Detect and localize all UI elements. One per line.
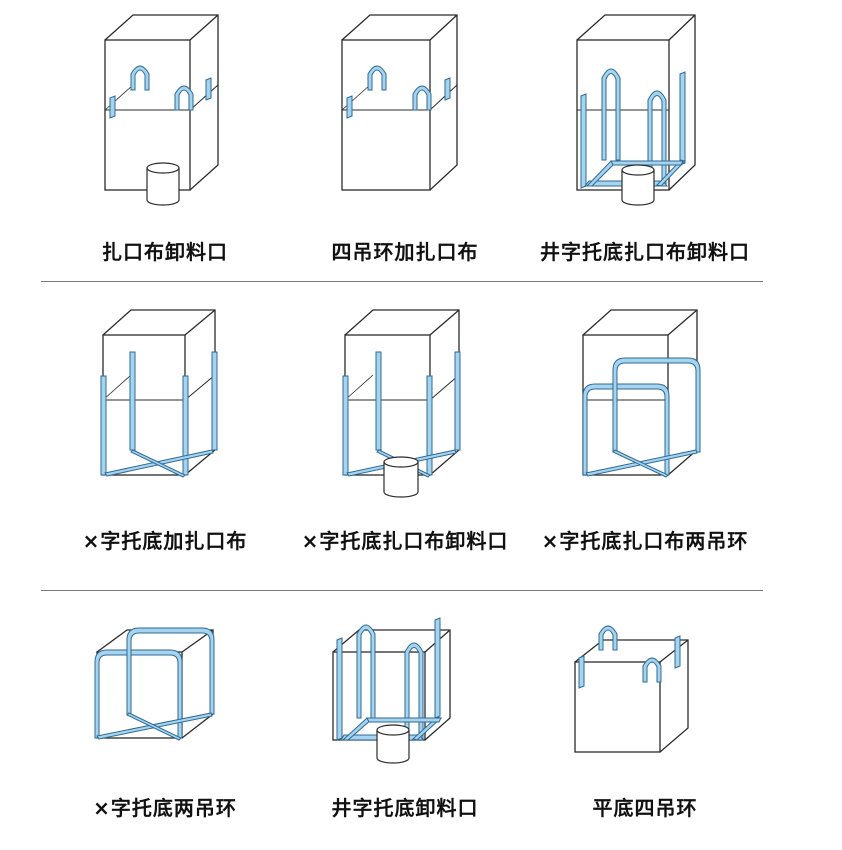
bag-diagram-5	[342, 309, 461, 498]
bag-diagram-8	[332, 617, 451, 764]
bag-item-5: ×字托底扎口布卸料口	[275, 300, 535, 553]
bag-label-7: ×字托底两吊环	[93, 796, 237, 820]
bag-label-9: 平底四吊环	[592, 796, 698, 820]
bag-diagram-9	[574, 625, 689, 753]
bag-label-6: ×字托底扎口布两吊环	[541, 529, 749, 553]
bag-label-1: 扎口布卸料口	[102, 240, 228, 264]
bag-diagram-4	[100, 309, 218, 478]
bag-item-7: ×字托底两吊环	[35, 610, 295, 850]
bag-label-5: ×字托底扎口布卸料口	[301, 529, 509, 553]
bag-diagram-1	[104, 14, 219, 206]
bag-diagram-6	[582, 309, 701, 478]
bag-label-8: 井字托底卸料口	[331, 796, 479, 820]
bag-diagram-7	[94, 627, 215, 741]
row-divider-1	[41, 281, 763, 282]
bag-item-3: 井字托底扎口布卸料口	[515, 10, 775, 264]
bag-item-9: 平底四吊环	[515, 610, 775, 850]
row-divider-2	[41, 590, 763, 591]
bag-item-2: 四吊环加扎口布	[275, 10, 535, 264]
bag-diagram-3	[576, 14, 696, 206]
bag-item-6: ×字托底扎口布两吊环	[515, 300, 775, 553]
bag-label-4: ×字托底加扎口布	[82, 529, 248, 553]
bag-item-4: ×字托底加扎口布	[35, 300, 295, 553]
bag-diagram-2	[341, 14, 458, 191]
bag-item-8: 井字托底卸料口	[275, 610, 535, 850]
bag-item-1: 扎口布卸料口	[35, 10, 295, 264]
bag-label-3: 井字托底扎口布卸料口	[540, 240, 750, 264]
bag-label-2: 四吊环加扎口布	[331, 240, 479, 264]
